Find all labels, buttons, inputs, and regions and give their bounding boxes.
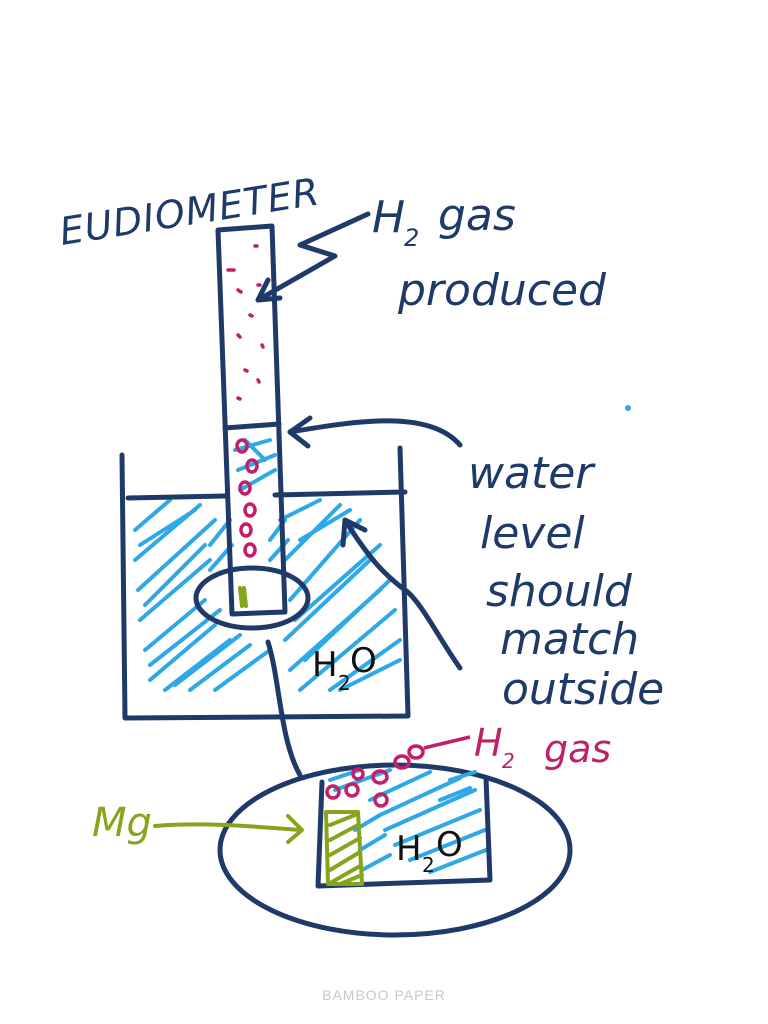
watermark: BAMBOO PAPER: [322, 987, 446, 1003]
outside-water-arrow: [340, 517, 463, 671]
water-level-note: water level should match outside: [468, 448, 664, 715]
mg-in-tube: [238, 586, 248, 608]
mg-label: Mg: [92, 800, 152, 846]
zoom-h2o-label: H 2 O: [396, 825, 463, 877]
svg-text:H: H: [396, 829, 422, 869]
svg-text:H: H: [372, 192, 405, 243]
svg-text:gas: gas: [544, 727, 611, 771]
beaker: [119, 445, 411, 721]
water-dot: [625, 405, 631, 411]
svg-text:2: 2: [422, 853, 435, 877]
zoom-gas-bubbles: [325, 735, 471, 808]
zoom-source-circle: [193, 565, 311, 631]
zoom-h2-gas-label: H 2 gas: [474, 721, 611, 773]
svg-text:water: water: [468, 448, 596, 499]
gas-in-tube-dots: [226, 244, 265, 401]
eudiometer-label: EUDIOMETER: [57, 169, 323, 254]
beaker-water-scribble: [133, 438, 402, 692]
eudiometer-tube: [215, 223, 288, 617]
svg-text:2: 2: [338, 671, 351, 695]
svg-text:should: should: [486, 566, 633, 617]
svg-text:O: O: [350, 641, 377, 681]
mg-arrow: [153, 814, 304, 844]
svg-text:H: H: [474, 721, 503, 765]
h2-gas-produced-label: H 2 gas produced: [372, 190, 607, 316]
zoom-container: [315, 775, 493, 889]
h2-gas-arrow: [255, 211, 371, 303]
zoom-mg-block: [324, 810, 364, 886]
water-level-arrow: [287, 415, 463, 449]
beaker-h2o-label: H 2 O: [312, 641, 377, 695]
gas-bubbles-tube: [235, 438, 259, 558]
zoom-water-scribble: [328, 768, 488, 874]
svg-text:gas: gas: [438, 190, 516, 241]
svg-text:H: H: [312, 645, 338, 685]
svg-text:2: 2: [404, 224, 419, 252]
svg-text:2: 2: [502, 749, 515, 773]
svg-text:outside: outside: [502, 664, 664, 715]
svg-text:level: level: [480, 508, 585, 559]
zoom-connector: [265, 639, 303, 778]
svg-text:produced: produced: [397, 265, 607, 316]
svg-text:match: match: [500, 614, 639, 665]
svg-text:O: O: [436, 825, 463, 865]
